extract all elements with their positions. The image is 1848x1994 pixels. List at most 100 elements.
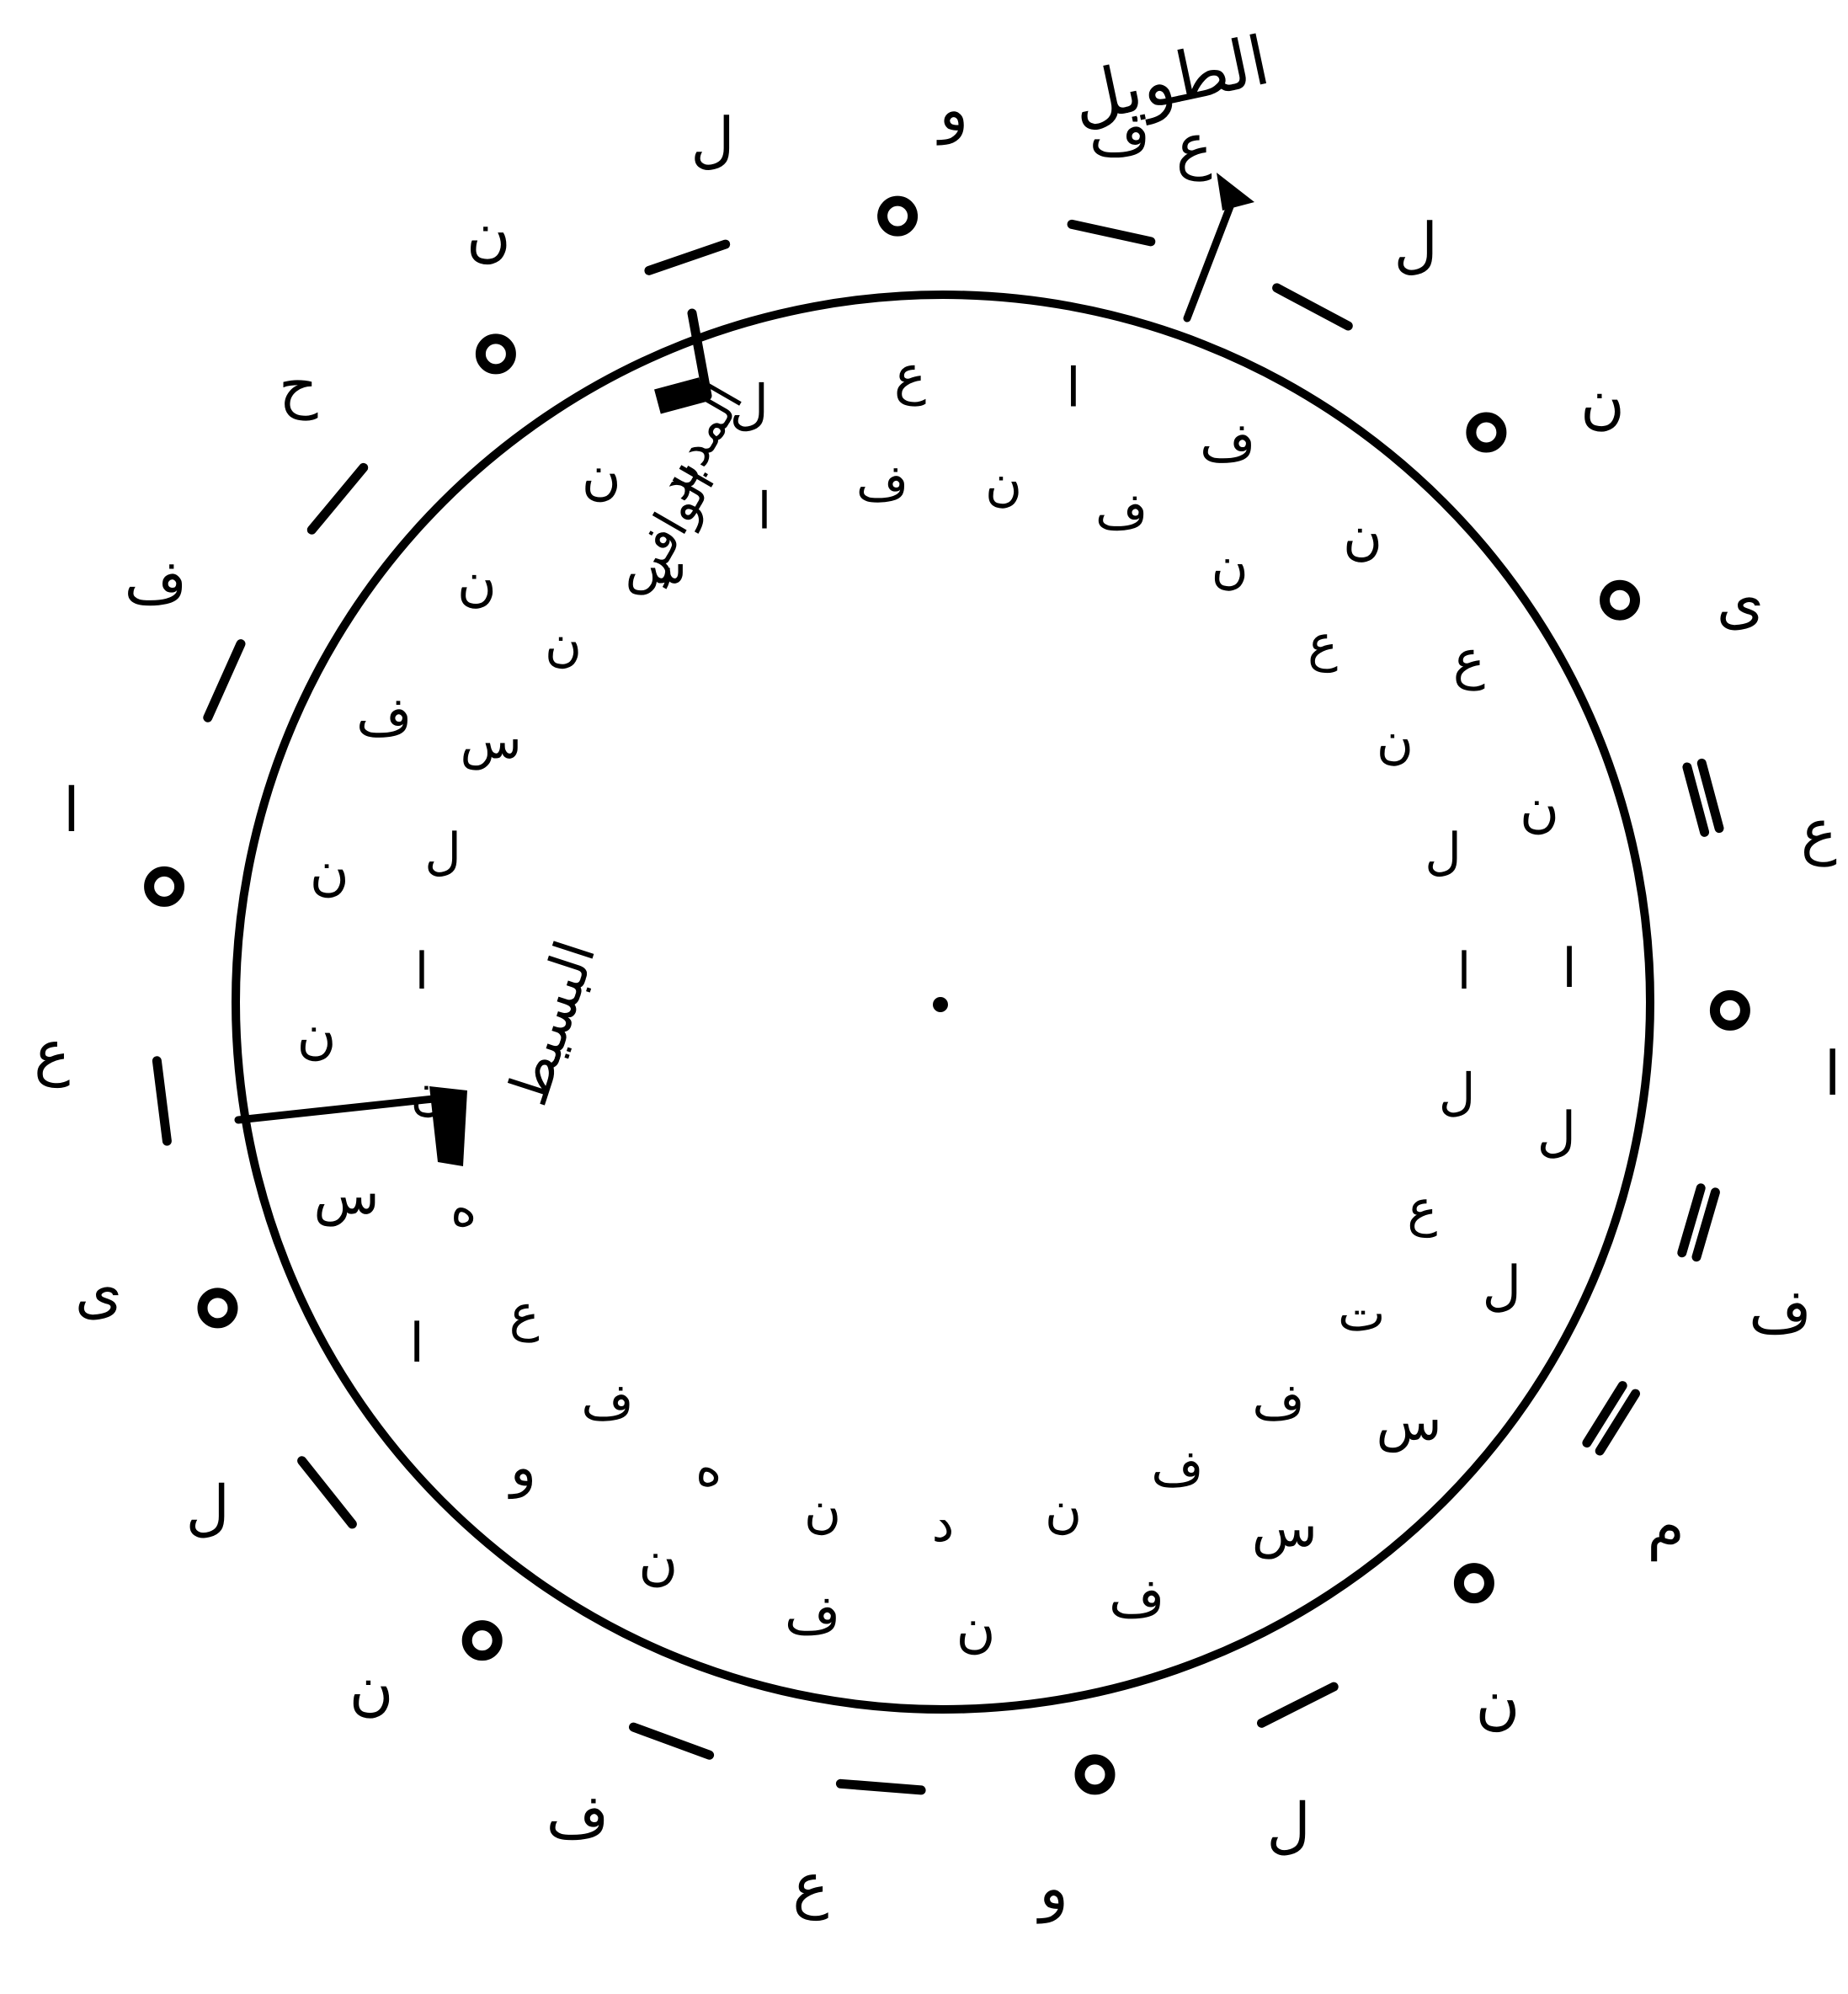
inner-ring-1-glyph: ن: [582, 445, 621, 507]
inner-ring-1-glyph: س: [1252, 1497, 1318, 1559]
outer-ring-glyph: ى: [75, 1256, 122, 1326]
outer-ring-item: ف: [1682, 1188, 1812, 1346]
center-point: [933, 997, 948, 1012]
inner-ring-1-glyph: ف: [356, 686, 412, 749]
inner-ring-1-glyph: ن: [297, 1004, 337, 1066]
inner-ring-2-glyph: ن: [1212, 536, 1249, 595]
sukun-ring-marker: [1080, 1759, 1110, 1789]
sukun-ring-marker: [1605, 585, 1635, 616]
outer-ring-item: و: [1036, 1759, 1110, 1923]
sukun-ring-marker: [481, 339, 511, 369]
outer-ring-glyph: ح: [279, 349, 318, 421]
outer-ring-glyph: ن: [466, 199, 511, 269]
outer-ring-glyph: ع: [34, 1017, 70, 1089]
inner-ring-1-glyph: ف: [1109, 1568, 1164, 1630]
outer-ring-item: ن: [349, 1625, 498, 1723]
inner-ring-1-glyph: ن: [1343, 504, 1382, 567]
inner-ring-2-glyph: ن: [1045, 1480, 1082, 1539]
inner-ring-2-glyph: ن: [1377, 712, 1414, 770]
inner-ring-1-glyph: ف: [785, 1585, 840, 1647]
long-circle-pointer: [1187, 173, 1254, 318]
inner-ring-2-glyph: ف: [581, 1373, 633, 1432]
inner-ring-1-glyph: ن: [457, 552, 497, 614]
outer-ring-item: ا: [63, 775, 179, 902]
haraka-line-marker: [1072, 224, 1151, 242]
outer-ring-item: ف: [124, 546, 241, 717]
outer-ring-glyph: ل: [186, 1473, 230, 1543]
inner-ring-2-glyph: ه: [695, 1439, 722, 1498]
inner-ring-1-glyph: ع: [1453, 629, 1485, 691]
haraka-line-marker: [157, 1061, 167, 1141]
outer-ring-item: ن: [1471, 365, 1624, 448]
outer-ring-item: ع: [792, 1783, 921, 1921]
inner-ring-2-glyph: ل: [424, 823, 461, 882]
inner-ring-2-glyph: ف: [1095, 482, 1148, 541]
inner-ring-2-glyph: ع: [1307, 615, 1338, 674]
inner-ring-1-glyph: ل: [1483, 1256, 1522, 1318]
inner-ring-2-glyph: د: [932, 1495, 955, 1554]
outer-ring-glyph: و: [937, 74, 969, 146]
inner-ring-2-glyph: ف: [1252, 1373, 1304, 1432]
sukun-ring-marker: [1459, 1568, 1489, 1598]
haraka-line-marker: [649, 244, 726, 270]
inner-ring-2-glyph: ن: [804, 1480, 841, 1539]
inner-ring-2-glyph: س: [626, 536, 687, 595]
inner-ring-2-glyph: ت: [1338, 1284, 1385, 1343]
outer-ring-glyph: ل: [690, 104, 734, 175]
inner-ring-1-glyph: س: [1377, 1391, 1442, 1453]
haraka-line-marker: [208, 644, 241, 718]
outer-ring-glyph: م: [1647, 1490, 1685, 1562]
outer-ring-glyph: ل: [1266, 1789, 1310, 1860]
outer-ring-glyph: ع: [1801, 796, 1837, 867]
inner-ring-2-glyph: ع: [509, 1284, 540, 1343]
outer-ring-item: ن: [1459, 1568, 1520, 1736]
outer-ring-item: ل: [186, 1461, 353, 1543]
inner-ring-2-glyph: ل: [1439, 1064, 1476, 1122]
outer-ring-item: ل: [1277, 210, 1438, 326]
outer-ring-item: ى: [75, 1256, 233, 1326]
outer-ring-item: ل: [649, 104, 735, 270]
outer-ring-glyph: ع: [1176, 110, 1212, 182]
outer-ring-item: ا: [1715, 995, 1841, 1109]
outer-ring-glyph: ى: [1717, 566, 1764, 637]
inner-ring-1-glyph: ن: [310, 840, 349, 903]
inner-ring-1-glyph: س: [313, 1165, 379, 1227]
outer-ring-item: ح: [279, 349, 364, 530]
outer-ring-item: ع: [1687, 763, 1837, 867]
outer-ring-item: ف: [546, 1727, 710, 1852]
inner-ring-1-glyph: ن: [1520, 777, 1559, 840]
inner-ring-1-glyph: ف: [1200, 412, 1255, 474]
inner-ring-2-glyph: ا: [758, 482, 772, 541]
sukun-ring-marker: [149, 872, 179, 902]
haraka-line-marker: [1262, 1687, 1334, 1723]
outer-ring-glyph: ا: [63, 775, 80, 845]
outer-ring-glyph: ع: [792, 1849, 828, 1921]
inner-ring-2-glyph: ه: [450, 1180, 477, 1239]
inner-ring-1-glyph: ل: [730, 375, 770, 437]
sukun-ring-marker: [882, 201, 913, 232]
inner-ring-2-glyph: ن: [985, 454, 1022, 513]
sukun-ring-marker: [203, 1293, 233, 1323]
outer-ring-item: و: [882, 74, 968, 232]
haraka-line-marker: [302, 1461, 353, 1524]
haraka-line-marker: [312, 467, 363, 530]
inner-ring-2-glyph: ف: [1151, 1439, 1203, 1498]
baseet-label: البسيط: [495, 933, 609, 1113]
inner-ring-1-glyph: ن: [638, 1530, 678, 1592]
outer-ring-item: ى: [1605, 566, 1764, 637]
haraka-line-marker: [1277, 288, 1349, 326]
outer-ring-item: ع: [34, 1017, 167, 1142]
sukun-ring-marker: [1715, 995, 1745, 1026]
sukun-ring-marker: [1471, 418, 1501, 448]
inner-ring-2-glyph: ن: [545, 615, 582, 674]
inner-ring-1-glyph: ن: [956, 1597, 996, 1660]
outer-ring-glyph: ا: [1824, 1038, 1841, 1109]
inner-ring-1-glyph: و: [508, 1437, 536, 1500]
haraka-line-marker: [634, 1727, 710, 1755]
sukun-ring-marker: [467, 1625, 498, 1655]
inner-ring-1-glyph: ا: [1562, 938, 1577, 1000]
outer-ring-item: م: [1587, 1386, 1685, 1562]
outer-ring-glyph: ن: [349, 1652, 394, 1723]
inner-ring-2-glyph: ف: [856, 454, 908, 513]
